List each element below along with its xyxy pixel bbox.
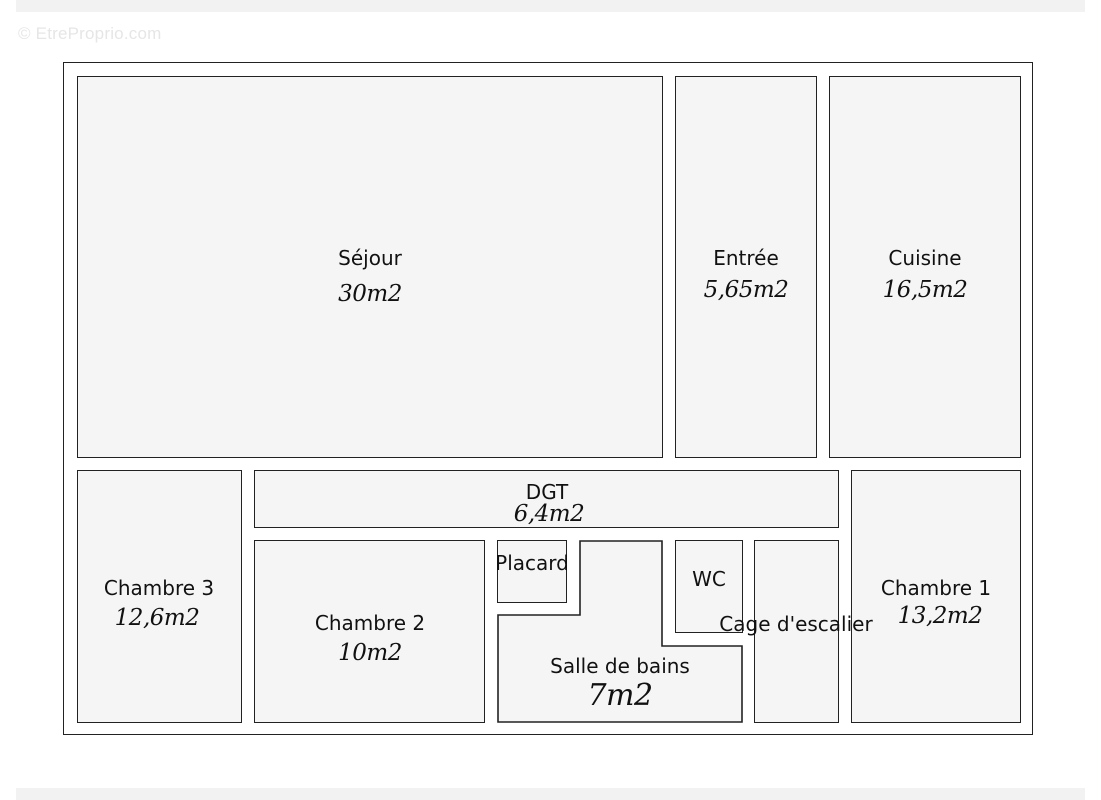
area-chambre-3: 12,6m2 <box>114 605 200 631</box>
room-chambre-3 <box>77 470 242 723</box>
room-cage-escalier <box>754 540 839 723</box>
label-chambre-1: Chambre 1 <box>880 576 992 600</box>
label-entree: Entrée <box>713 246 779 270</box>
area-salle-de-bains: 7m2 <box>587 678 653 713</box>
room-chambre-1 <box>851 470 1021 723</box>
room-chambre-2 <box>254 540 485 723</box>
bottom-bar <box>16 788 1085 800</box>
area-dgt: 6,4m2 <box>513 501 585 527</box>
room-dgt <box>254 470 839 528</box>
label-salle-de-bains: Salle de bains <box>550 654 690 678</box>
area-entree: 5,65m2 <box>703 277 789 303</box>
room-wc <box>675 540 743 633</box>
area-chambre-2: 10m2 <box>338 640 402 666</box>
area-sejour: 30m2 <box>338 281 402 307</box>
watermark: © EtreProprio.com <box>18 24 162 43</box>
room-placard <box>497 540 567 603</box>
label-wc: WC <box>692 567 726 591</box>
label-chambre-2: Chambre 2 <box>314 611 426 635</box>
room-cuisine <box>829 76 1021 458</box>
label-chambre-3: Chambre 3 <box>103 576 215 600</box>
top-bar <box>16 0 1085 12</box>
area-chambre-1: 13,2m2 <box>897 603 983 629</box>
area-cuisine: 16,5m2 <box>882 277 968 303</box>
label-cuisine: Cuisine <box>888 246 962 270</box>
label-cage-escalier: Cage d'escalier <box>719 612 873 636</box>
label-dgt: DGT <box>525 480 569 504</box>
room-sejour <box>77 76 663 458</box>
label-placard: Placard <box>495 551 569 575</box>
label-sejour: Séjour <box>338 246 402 270</box>
room-entree <box>675 76 817 458</box>
